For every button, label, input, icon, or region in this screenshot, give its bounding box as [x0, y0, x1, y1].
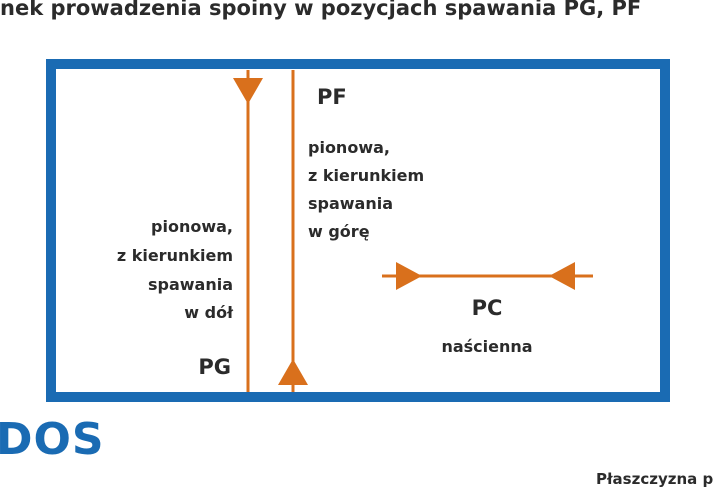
- pc-code: PC: [472, 296, 503, 320]
- pf-desc-line-1: pionowa,: [308, 138, 390, 157]
- pg-desc-line-2: z kierunkiem: [117, 246, 233, 265]
- pc-arrow-right-icon: [396, 262, 422, 290]
- footer-note: Płaszczyzna p: [596, 470, 714, 488]
- pf-desc-line-4: w górę: [308, 222, 370, 241]
- pf-desc-line-2: z kierunkiem: [308, 166, 424, 185]
- company-logo: DOS: [0, 414, 105, 465]
- pg-desc-line-3: spawania: [148, 275, 233, 294]
- pf-code: PF: [317, 85, 347, 109]
- pg-desc-line-1: pionowa,: [151, 217, 233, 236]
- page-title: nek prowadzenia spoiny w pozycjach spawa…: [0, 0, 642, 20]
- pc-desc-line-1: naścienna: [441, 337, 532, 356]
- pg-code: PG: [198, 355, 231, 379]
- plane-frame: [46, 59, 670, 402]
- pf-arrow-up-icon: [278, 359, 308, 385]
- pg-desc-line-4: w dół: [184, 303, 234, 322]
- pc-arrow-left-icon: [549, 262, 575, 290]
- pg-arrow-down-icon: [233, 78, 263, 104]
- pf-desc-line-3: spawania: [308, 194, 393, 213]
